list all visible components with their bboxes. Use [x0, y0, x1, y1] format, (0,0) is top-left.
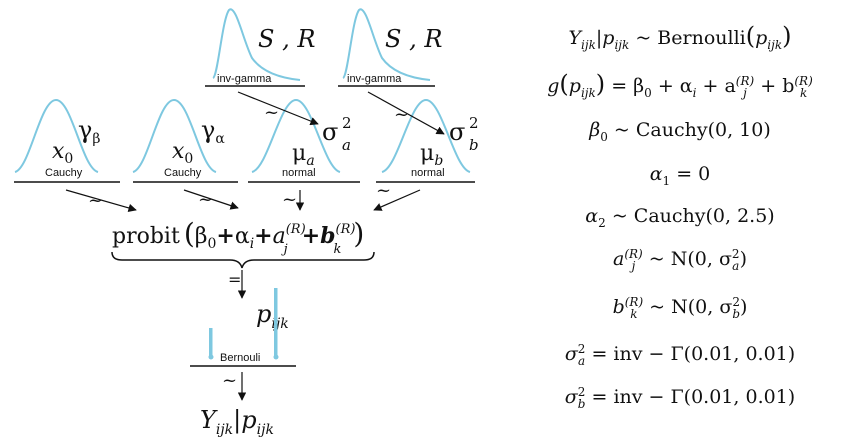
p-ijk-label: pijk [256, 300, 289, 332]
bernoulli-dot-right [273, 354, 279, 360]
arrow-ig-left-to-sigma-a [237, 91, 319, 126]
arrows-top: ~ ~ [237, 91, 445, 135]
equation-alpha2-prior: α2 ~ Cauchy(0, 2.5) [585, 205, 775, 230]
arrow-cauchy-beta [65, 189, 137, 212]
cauchy-prior-beta: Cauchy x0 γβ [14, 98, 120, 183]
arrow-cauchy-alpha [183, 189, 239, 210]
normal-curve-b [381, 98, 471, 173]
tilde-normal-b: ~ [376, 180, 391, 201]
tilde-ig-right: ~ [394, 104, 409, 125]
inv-gamma-prior-left: inv-gamma S , R [205, 8, 315, 87]
tilde-normal-a: ~ [282, 189, 297, 210]
inv-gamma-prior-right: inv-gamma S , R [338, 8, 442, 87]
bernoulli-label: Bernouli [220, 352, 260, 364]
equals-sign: = [228, 270, 241, 289]
bernoulli-prior: Bernouli [190, 288, 296, 367]
equation-likelihood: Yijk|pijk ~ Bernoulli(pijk) [568, 22, 792, 52]
arrow-normal-b [373, 189, 421, 211]
normal-sigma-sup-a: 2 [342, 114, 352, 132]
normal-mu-a: μa [292, 141, 315, 169]
cauchy-label-alpha: Cauchy [164, 167, 202, 179]
probit-underbrace [111, 251, 375, 269]
cauchy-curve-beta [14, 98, 99, 173]
cauchy-gamma-beta: γβ [78, 116, 100, 147]
normal-label-b: normal [411, 167, 445, 179]
equation-alpha1: α1 = 0 [649, 163, 711, 188]
bernoulli-bar-right [274, 288, 278, 356]
equation-link: g(pijk) = β0 + αi + a(R)j + b(R)k [547, 70, 813, 100]
tilde-cauchy-alpha: ~ [198, 189, 213, 210]
normal-curve-a [251, 98, 341, 173]
normal-label-a: normal [282, 167, 316, 179]
normal-sigma-a: σ [322, 118, 338, 146]
inv-gamma-label-right: inv-gamma [347, 73, 402, 85]
arrows-to-probit: ~ ~ ~ ~ [65, 180, 421, 212]
cauchy-x0-alpha: x0 [172, 139, 193, 167]
inv-gamma-curve-left [212, 8, 301, 81]
equation-beta0-prior: β0 ~ Cauchy(0, 10) [589, 119, 771, 144]
cauchy-gamma-alpha: γα [201, 116, 225, 147]
probit-expression: probit(β0+αi+a(R)j+b(R)k) [112, 217, 364, 257]
normal-prior-b: normal μb σ 2 b [376, 98, 479, 183]
cauchy-label-beta: Cauchy [45, 167, 83, 179]
tilde-bernoulli: ~ [222, 370, 237, 391]
arrow-ig-right-to-sigma-b [367, 91, 445, 135]
normal-mu-b: μb [420, 141, 443, 169]
inv-gamma-curve-right [342, 8, 431, 81]
y-given-p-label: Yijk|pijk [200, 406, 274, 438]
tilde-cauchy-beta: ~ [88, 190, 103, 211]
normal-sigma-sup-b: 2 [469, 114, 479, 132]
inv-gamma-label-left: inv-gamma [217, 73, 272, 85]
normal-prior-a: normal μa σ 2 a [248, 98, 360, 183]
tilde-ig-left: ~ [264, 102, 279, 123]
normal-sigma-sub-a: a [342, 136, 351, 154]
normal-sigma-b: σ [449, 118, 465, 146]
cauchy-prior-alpha: Cauchy x0 γα [132, 98, 238, 183]
cauchy-x0-beta: x0 [52, 139, 73, 167]
inv-gamma-params-right: S , R [385, 25, 442, 53]
inv-gamma-params-left: S , R [258, 25, 315, 53]
normal-sigma-sub-b: b [469, 136, 479, 154]
bernoulli-bar-left [209, 328, 213, 356]
cauchy-curve-alpha [132, 98, 217, 173]
bernoulli-dot-left [208, 354, 214, 360]
